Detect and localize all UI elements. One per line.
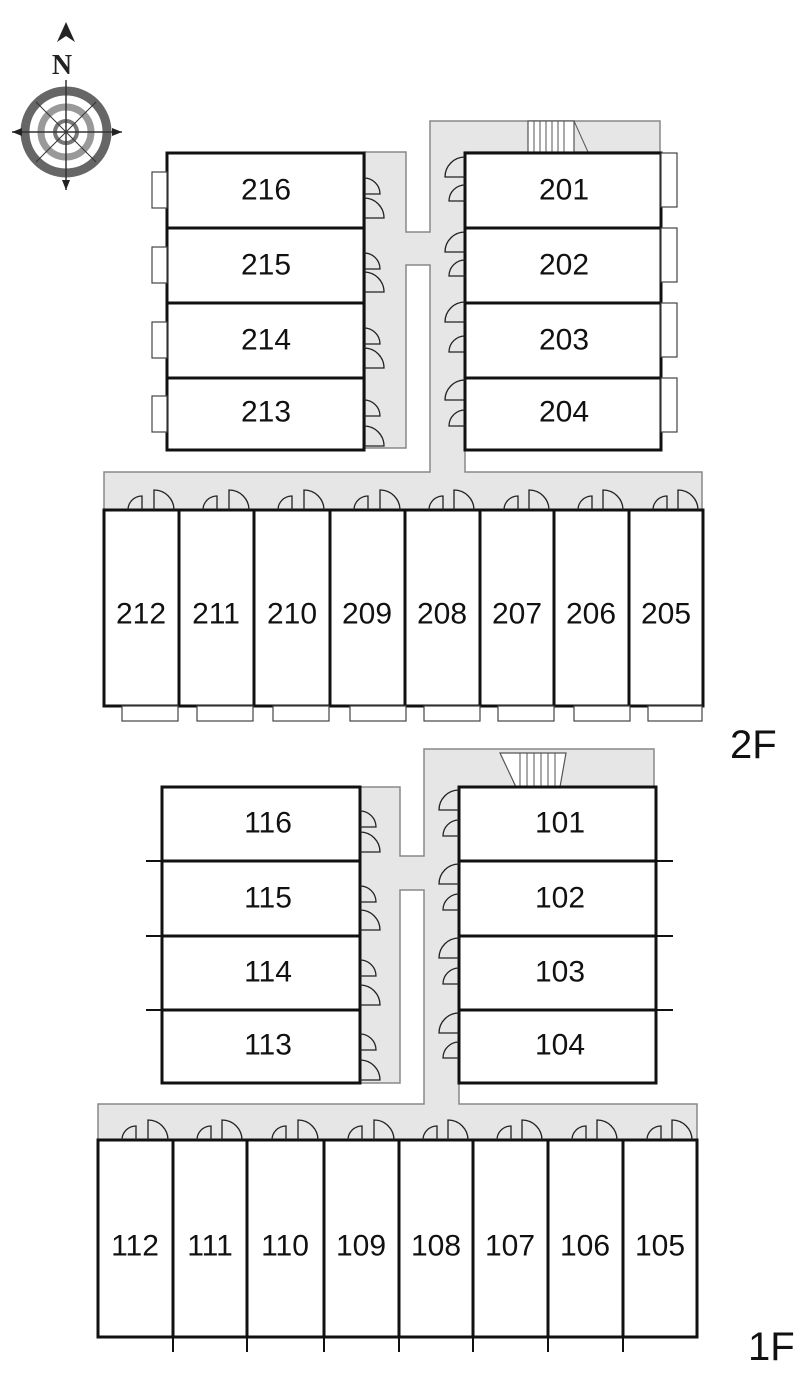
door-icon [121,1119,693,1141]
unit-number: 203 [539,324,589,357]
floor-1f: 116 115 114 113 101 102 103 104 112 111 … [96,748,795,1369]
balcony [660,227,678,283]
unit-number: 110 [261,1230,309,1263]
balcony [151,395,168,433]
unit-box [397,1138,475,1339]
unit-number: 206 [566,598,616,631]
unit-number: 204 [539,396,589,429]
floor-2f: 216 215 214 213 201 202 203 204 212 211 … [102,120,777,767]
unit-number: 211 [192,598,240,631]
unit-box [245,1138,326,1339]
balcony [647,705,703,722]
unit-box [160,934,362,1012]
balcony [151,171,168,209]
balcony [660,377,678,433]
unit-number: 108 [411,1230,461,1263]
unit-box [165,376,366,452]
unit-box [165,226,366,305]
unit-box [552,508,631,708]
unit-box [160,785,362,863]
unit-number: 104 [535,1029,585,1062]
balcony [349,705,407,722]
balcony [497,705,555,722]
unit-number: 210 [267,598,317,631]
unit-number: 112 [111,1230,159,1263]
unit-number: 209 [342,598,392,631]
balcony [660,152,678,208]
unit-number: 208 [417,598,467,631]
unit-number: 202 [539,249,589,282]
north-label: N [52,50,72,81]
unit-number: 116 [244,807,292,840]
unit-box [621,1138,699,1339]
unit-number: 115 [244,882,292,915]
balcony [151,246,168,284]
balcony [272,705,330,722]
unit-number: 102 [535,882,585,915]
door-icon [127,489,699,511]
unit-number: 216 [241,174,291,207]
unit-number: 205 [641,598,691,631]
balcony [121,705,179,722]
floor-label: 1F [748,1325,795,1369]
unit-box [457,1008,658,1085]
balcony [423,705,481,722]
unit-number: 213 [241,396,291,429]
unit-number: 114 [244,956,292,989]
unit-box [160,1008,362,1085]
unit-box [171,1138,249,1339]
unit-number: 109 [336,1230,386,1263]
unit-number: 214 [241,324,291,357]
unit-number: 105 [635,1230,685,1263]
unit-number: 201 [539,174,589,207]
unit-box [478,508,556,708]
floor-label: 2F [730,723,777,767]
compass-rose-icon [12,22,122,190]
unit-number: 107 [485,1230,535,1263]
unit-number: 212 [116,598,166,631]
unit-number: 101 [535,807,585,840]
unit-box [471,1138,550,1339]
unit-box [322,1138,401,1339]
stairs-1f [499,752,567,788]
unit-box [463,151,663,230]
door-icon [363,177,385,447]
unit-number: 103 [535,956,585,989]
unit-box [463,376,663,452]
unit-number: 215 [241,249,291,282]
unit-number: 207 [492,598,542,631]
balcony [573,705,631,722]
door-icon [444,156,466,427]
door-icon [359,789,460,1081]
unit-number: 106 [560,1230,610,1263]
unit-number: 111 [187,1230,233,1263]
balcony [151,321,168,359]
unit-number: 113 [244,1029,292,1062]
balcony [196,705,254,722]
balcony [660,302,678,358]
unit-box [463,301,663,380]
